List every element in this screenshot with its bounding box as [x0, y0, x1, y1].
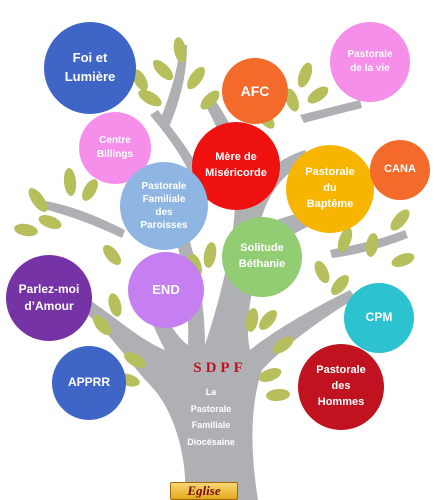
leaf — [365, 233, 379, 257]
leaf — [132, 69, 148, 91]
leaf — [103, 245, 121, 265]
bubble-solitude-bethanie: Solitude Béthanie — [222, 217, 302, 297]
bubble-pastorale-familiale-des-paroisses: Pastorale Familiale des Paroisses — [120, 162, 208, 250]
bubble-label: APPRR — [67, 375, 110, 390]
leaf — [124, 352, 146, 368]
leaf — [391, 253, 415, 267]
leaf — [272, 336, 294, 354]
bubble-label: AFC — [240, 82, 270, 99]
trunk-subtitle: La Pastorale Familiale Diocésaine — [187, 387, 235, 447]
leaf — [331, 275, 349, 295]
bubble-label: CANA — [384, 163, 416, 176]
leaf — [258, 368, 282, 382]
bubble-pastorale-du-bapteme: Pastorale du Baptême — [286, 145, 374, 233]
bubble-label: Solitude Béthanie — [238, 242, 286, 270]
leaf — [138, 89, 162, 107]
bubble-afc: AFC — [222, 58, 288, 124]
leaves — [14, 37, 415, 402]
leaf — [297, 62, 313, 88]
leaf — [337, 227, 353, 253]
bubble-label: Pastorale des Hommes — [316, 364, 366, 408]
bubble-end: END — [128, 252, 204, 328]
bubble-label: END — [152, 281, 180, 297]
bubble-apprr: APPRR — [52, 346, 126, 420]
bubble-label: Parlez-moi d’Amour — [18, 281, 80, 313]
right-branch — [300, 100, 362, 123]
bubble-pastorale-de-la-vie: Pastorale de la vie — [330, 22, 410, 102]
bubble-foi-et-lumiere: Foi et Lumière — [44, 22, 136, 114]
bubble-label: Pastorale du Baptême — [305, 166, 355, 210]
tree-trunk — [70, 100, 356, 500]
leaf — [266, 388, 290, 402]
leaf — [285, 88, 299, 112]
bubble-label: Pastorale de la vie — [347, 48, 393, 75]
bubble-label: Foi et Lumière — [64, 50, 116, 84]
leaf — [390, 209, 410, 231]
leaf — [200, 90, 220, 110]
leaf — [203, 242, 217, 268]
leaf — [82, 179, 98, 201]
bubble-label: Centre Billings — [96, 134, 134, 161]
leaf — [108, 293, 122, 317]
left-branch — [40, 200, 125, 238]
leaf — [14, 223, 38, 237]
bubble-pastorale-des-hommes: Pastorale des Hommes — [298, 344, 384, 430]
leaf — [314, 260, 330, 284]
bubble-label: Mère de Miséricorde — [205, 151, 267, 179]
bubble-cpm: CPM — [344, 283, 414, 353]
leaf — [245, 308, 259, 332]
bubble-cana: CANA — [370, 140, 430, 200]
bubble-label: CPM — [365, 310, 393, 325]
leaf — [28, 188, 48, 212]
leaf — [173, 37, 187, 63]
leaf — [307, 86, 329, 104]
leaf — [152, 59, 174, 81]
leaf — [259, 310, 277, 330]
leaf — [187, 66, 205, 90]
eglise-badge: Eglise — [170, 482, 238, 500]
leaf — [63, 168, 77, 196]
trunk-title: SDPF — [193, 360, 247, 376]
bubble-label: Pastorale Familiale des Paroisses — [140, 181, 188, 231]
upper-left-branch — [160, 45, 187, 125]
bubble-parlez-moi-d-amour: Parlez-moi d’Amour — [6, 255, 92, 341]
leaf — [38, 215, 62, 229]
leaf — [93, 315, 111, 335]
